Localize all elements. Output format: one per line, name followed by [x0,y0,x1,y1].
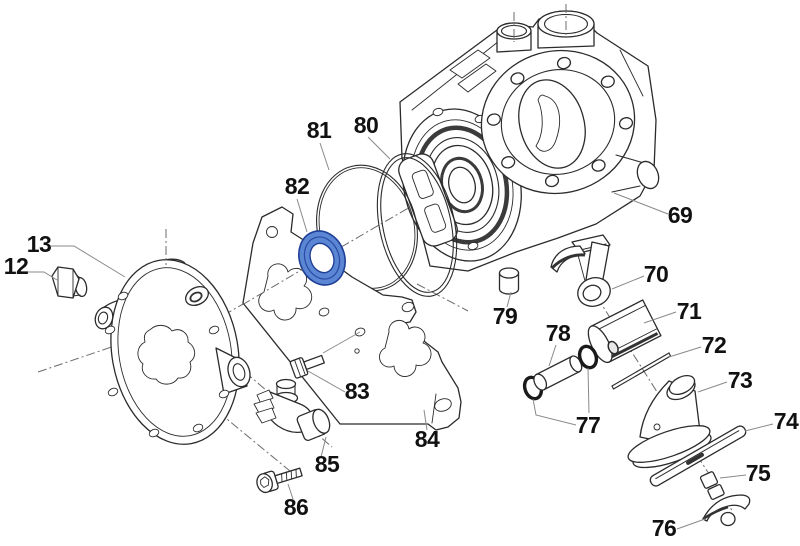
part-callout-86: 86 [284,494,309,520]
part-callout-83: 83 [345,378,370,404]
part-72-shim [611,352,672,390]
plate-cutout [258,263,313,321]
part-callout-78: 78 [546,320,571,346]
part-callout-74: 74 [774,408,799,434]
part-callout-79: 79 [493,303,518,329]
part-73-piston-guide [627,374,712,469]
leader-line-82 [296,198,308,233]
part-86-screw [256,467,303,494]
part-84-mounting-plate [242,206,462,431]
leader-line-84 [423,409,428,431]
plate-hole [266,226,278,238]
part-callout-73: 73 [728,367,753,393]
leader-line-78 [548,344,557,367]
leader-line-75 [719,474,747,479]
part-78-pin [533,355,583,391]
leader-line-73 [697,381,728,393]
part-callout-76: 76 [652,515,677,541]
centerlines-over [165,4,567,306]
part-callout-71: 71 [677,298,702,324]
leader-line-81 [319,142,330,171]
part-callout-80: 80 [354,112,379,138]
leader-line-72 [668,346,702,358]
part-13-pump-head [94,258,251,445]
part-83-bolt [289,354,325,379]
part-85-valve-assembly [253,378,331,441]
leader-line-85 [320,436,327,458]
part-80-oring [376,153,458,297]
part-callout-82: 82 [285,173,310,199]
leader-line-70 [611,275,645,290]
part-75-valve [699,471,725,500]
plate-hole [401,301,415,313]
part-70-connecting-rod [550,234,611,307]
bearing-cover [398,153,458,247]
leader-line-71 [643,311,677,324]
plate-cutout [379,320,432,377]
part-74-plate [649,425,747,487]
part-82-oil-seal-highlighted [298,230,346,286]
bolt-alignment-line [322,331,361,354]
leader-line-86 [287,483,294,500]
part-76-cap [702,494,751,527]
part-71-piston [587,299,662,364]
plate-hole [318,307,330,317]
part-callout-69: 69 [668,202,693,228]
part-callout-70: 70 [644,261,669,287]
foot-slot [434,398,452,412]
leader-line-80 [367,136,391,160]
casting-boss [449,49,491,79]
part-69-crankcase [399,10,660,295]
part-callout-77: 77 [576,412,601,438]
leader-line-12 [27,271,58,281]
leader-line-77 [532,398,577,426]
leader-line-13 [51,245,126,278]
part-callout-81: 81 [307,117,332,143]
leader-line-77 [587,367,590,414]
leader-line-79 [506,291,512,308]
part-callout-75: 75 [746,460,771,486]
head-center-opening [137,324,196,385]
part-12-hex-plug [51,266,88,299]
part-callout-13: 13 [27,231,52,257]
leader-line-74 [744,423,774,432]
leader-line-69 [613,192,669,215]
plate-hole [354,348,360,354]
crankcase-side-boss [611,154,660,193]
leader-line-76 [676,518,706,530]
part-77-oring-right [577,344,599,370]
part-callout-84: 84 [415,426,440,452]
part-callout-85: 85 [315,451,340,477]
leader-line-83 [307,370,346,393]
part-79-plug [498,267,520,295]
casting-boss [457,63,497,93]
part-callout-72: 72 [702,332,727,358]
part-callout-12: 12 [4,253,29,279]
crank-web [535,94,561,152]
